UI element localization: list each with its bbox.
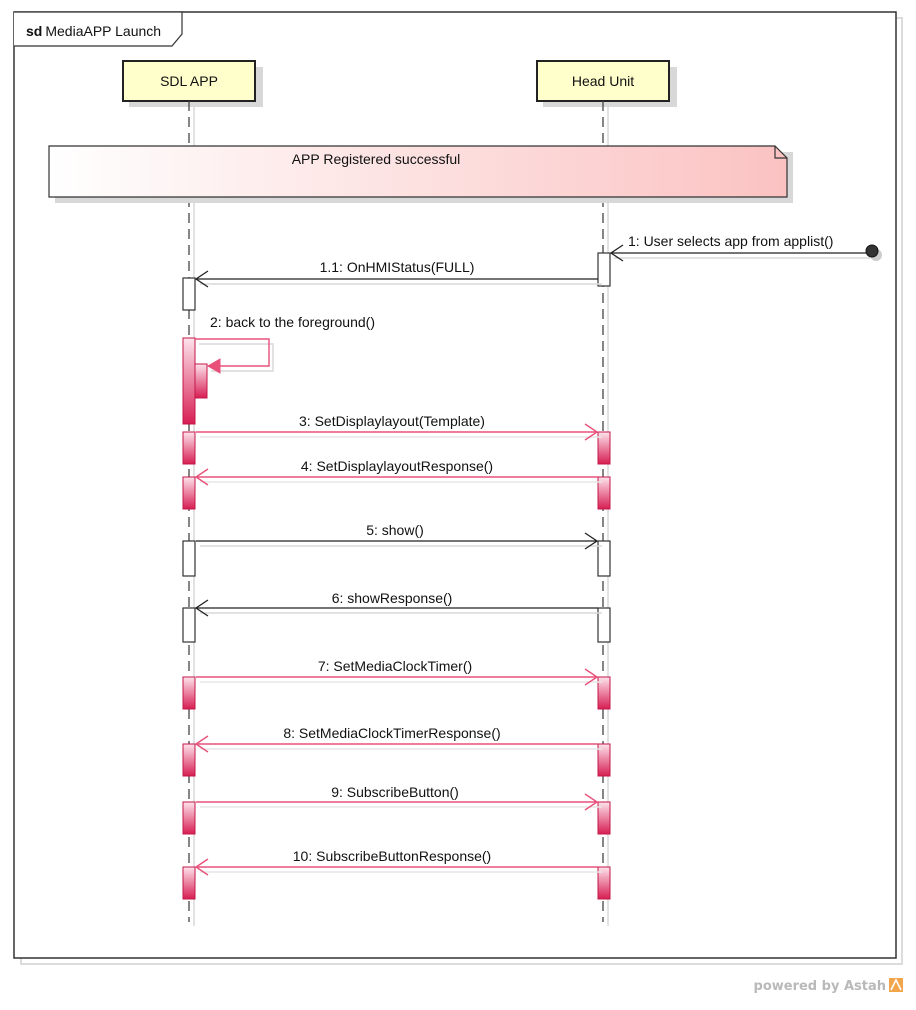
powered-by-watermark: powered by Astah: [754, 979, 886, 994]
message-2-shadow: [199, 343, 274, 372]
message-8-arrowhead: [194, 735, 209, 753]
message-7-arrowhead: [584, 668, 599, 686]
message-label-3: 3: SetDisplaylayout(Template): [299, 413, 485, 429]
message-4-arrowhead: [194, 468, 209, 486]
activation-hu-4: [597, 476, 611, 510]
activation-app-9: [182, 801, 196, 835]
message-label-8: 8: SetMediaClockTimerResponse(): [283, 725, 500, 741]
message-5-arrowhead: [584, 532, 599, 550]
activation-app-7: [182, 676, 196, 710]
lifeline-label-app: SDL APP: [160, 73, 218, 89]
activation-app-5: [182, 540, 196, 577]
activation-app-2: [182, 337, 196, 425]
activation-hu-9: [597, 801, 611, 835]
message-label-6: 6: showResponse(): [332, 590, 453, 606]
activation-app-nested: [194, 363, 208, 399]
message-label-2: 2: back to the foreground(): [210, 314, 375, 330]
activation-app-10: [182, 866, 196, 900]
message-1-1-arrowhead: [194, 270, 209, 288]
message-label-4: 4: SetDisplaylayoutResponse(): [301, 458, 493, 474]
lifeline-label-hu: Head Unit: [572, 73, 634, 89]
activation-hu-1: [597, 252, 611, 287]
activation-hu-7: [597, 676, 611, 710]
found-message-point: [865, 244, 879, 258]
activation-app-6: [182, 607, 196, 643]
note-box: [48, 145, 788, 198]
message-label-5: 5: show(): [366, 522, 424, 538]
message-label-1: 1: User selects app from applist(): [628, 233, 833, 249]
message-1-arrowhead: [609, 244, 624, 262]
message-label-10: 10: SubscribeButtonResponse(): [293, 848, 491, 864]
activation-app-4: [182, 476, 196, 510]
note-fold: [774, 146, 787, 159]
activation-hu-5: [597, 540, 611, 577]
frame-keyword: sd: [26, 23, 42, 39]
activation-app-8: [182, 743, 196, 777]
activation-hu-10: [597, 866, 611, 900]
message-label-1-1: 1.1: OnHMIStatus(FULL): [320, 259, 475, 275]
activation-hu-6: [597, 607, 611, 643]
activation-bars: [182, 252, 611, 900]
message-label-7-text: 7: SetMediaClockTimer(): [318, 658, 472, 674]
frame-title-tab: [14, 11, 183, 47]
message-label-9: 9: SubscribeButton(): [331, 784, 459, 800]
frame-name: MediaAPP Launch: [45, 23, 161, 39]
astah-logo-icon: [889, 978, 903, 992]
activation-app-3: [182, 431, 196, 465]
activation-hu-8: [597, 743, 611, 777]
message-2-arrowhead: [207, 358, 221, 374]
activation-hu-3: [597, 431, 611, 465]
lifeline-head-app: [122, 60, 256, 102]
message-2-line: [195, 338, 270, 367]
message-3-arrowhead: [584, 423, 599, 441]
message-6-arrowhead: [194, 599, 209, 617]
activation-app-1: [182, 277, 196, 311]
note-text: APP Registered successful: [292, 151, 461, 167]
message-10-arrowhead: [194, 858, 209, 876]
message-9-arrowhead: [584, 793, 599, 811]
